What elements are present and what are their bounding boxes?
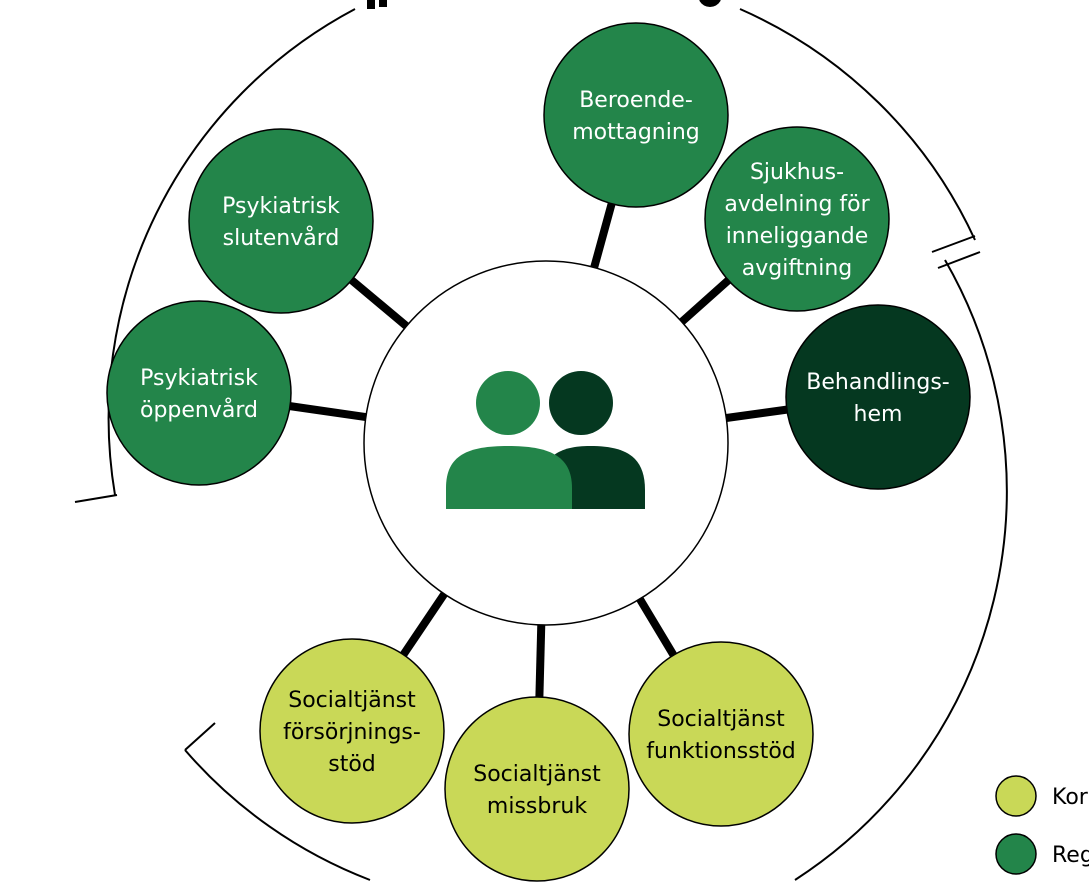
connector-sjukhusavdelning [679, 277, 732, 325]
person-head-back [549, 371, 613, 435]
person-head-front [476, 371, 540, 435]
node-label-beroendemottagning: mottagning [572, 120, 700, 145]
node-label-socialtjanst-funktionsstod: funktionsstöd [646, 739, 796, 764]
node-label-sjukhusavdelning: Sjukhus- [750, 160, 844, 185]
node-sjukhusavdelning: Sjukhus-avdelning för inneliggande avgiftn… [704, 126, 890, 312]
connector-psykiatrisk-slutenvard [348, 277, 410, 330]
connector-socialtjanst-funktionsstod [636, 596, 678, 658]
node-circle-psykiatrisk-oppenvard [106, 300, 292, 486]
node-label-psykiatrisk-slutenvard: Psykiatrisk [222, 194, 340, 219]
node-label-socialtjanst-forsorjningsstod: stöd [328, 752, 376, 777]
node-circle-socialtjanst-funktionsstod [628, 641, 814, 827]
node-label-behandlingshem: Behandlings- [806, 370, 950, 395]
outer-ring-arc-bottom [184, 749, 371, 881]
outer-ring-arc-right [794, 259, 1008, 881]
legend-item: Kor [995, 775, 1089, 817]
node-circle-socialtjanst-missbruk [444, 696, 630, 882]
node-label-sjukhusavdelning: inneliggande [726, 224, 869, 249]
nodes: Psykiatrisk öppenvård Psykiatrisk slutenvår… [106, 22, 971, 882]
outer-ring-tick [74, 494, 118, 503]
legend-item: Reg [995, 833, 1089, 875]
outer-ring-tick [184, 722, 216, 751]
outer-ring-tick [931, 235, 976, 253]
outer-ring-tick [937, 251, 981, 269]
legend-swatch [995, 775, 1037, 817]
legend-label: Reg [1052, 843, 1089, 868]
node-label-socialtjanst-missbruk: missbruk [487, 794, 587, 819]
node-circle-socialtjanst-forsorjningsstod [259, 638, 445, 824]
connector-socialtjanst-missbruk [535, 624, 546, 698]
node-circle-beroendemottagning [543, 22, 729, 208]
connector-socialtjanst-forsorjningsstod [400, 591, 448, 657]
node-label-psykiatrisk-slutenvard: slutenvård [223, 225, 340, 251]
node-label-socialtjanst-forsorjningsstod: försörjnings- [283, 720, 421, 745]
node-psykiatrisk-slutenvard: Psykiatrisk slutenvård [188, 128, 374, 314]
node-label-socialtjanst-missbruk: Socialtjänst [473, 762, 601, 787]
node-behandlingshem: Behandlings-hem [785, 304, 971, 490]
node-label-psykiatrisk-oppenvard: Psykiatrisk [140, 366, 258, 391]
node-circle-sjukhusavdelning [704, 126, 890, 312]
connector-psykiatrisk-oppenvard [289, 402, 367, 422]
legend-label: Kor [1052, 785, 1089, 810]
heading-fragment [367, 0, 721, 9]
legend-swatch [995, 833, 1037, 875]
node-socialtjanst-missbruk: Socialtjänst missbruk [444, 696, 630, 882]
node-label-beroendemottagning: Beroende- [579, 88, 693, 113]
node-psykiatrisk-oppenvard: Psykiatrisk öppenvård [106, 300, 292, 486]
node-label-socialtjanst-funktionsstod: Socialtjänst [657, 707, 785, 732]
node-beroendemottagning: Beroende-mottagning [543, 22, 729, 208]
node-label-socialtjanst-forsorjningsstod: Socialtjänst [288, 688, 416, 713]
connectors [289, 202, 788, 698]
connector-beroendemottagning [590, 202, 616, 269]
center-circle [363, 260, 729, 626]
connector-behandlingshem [725, 405, 788, 422]
node-circle-psykiatrisk-slutenvard [188, 128, 374, 314]
node-socialtjanst-funktionsstod: Socialtjänst funktionsstöd [628, 641, 814, 827]
node-label-sjukhusavdelning: avdelning för [724, 192, 870, 217]
node-circle-behandlingshem [785, 304, 971, 490]
node-label-psykiatrisk-oppenvard: öppenvård [140, 397, 258, 423]
node-socialtjanst-forsorjningsstod: Socialtjänst försörjnings-stöd [259, 638, 445, 824]
node-label-behandlingshem: hem [854, 402, 903, 427]
people-icon [446, 371, 645, 509]
node-label-sjukhusavdelning: avgiftning [742, 256, 853, 281]
person-body-front [446, 446, 572, 509]
